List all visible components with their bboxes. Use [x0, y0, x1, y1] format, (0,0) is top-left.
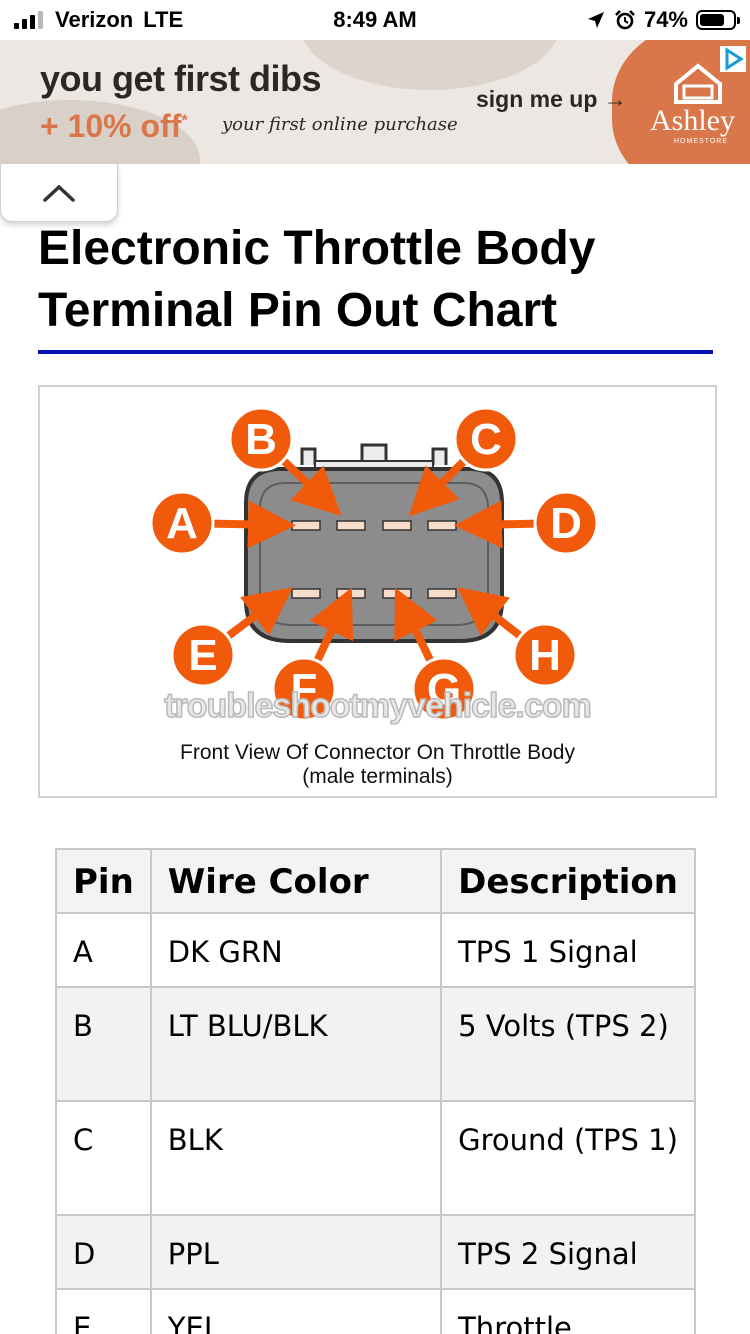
pin-label-b: B	[245, 415, 277, 464]
ad-offer-text: + 10% off	[40, 108, 182, 144]
ad-offer: + 10% off*	[40, 108, 188, 145]
watermark: troubleshootmyvehicle.com	[163, 686, 592, 726]
callout-circle	[512, 622, 578, 688]
chevron-up-icon	[43, 184, 75, 202]
clock: 8:49 AM	[333, 7, 417, 32]
status-bar: Verizon LTE 8:49 AM 74%	[0, 0, 750, 40]
alarm-icon	[615, 10, 635, 30]
ad-headline: you get first dibs	[40, 58, 322, 99]
callout-circle	[271, 656, 337, 722]
callout-circle	[149, 490, 215, 556]
pin-label-c: C	[470, 415, 502, 464]
terminal	[336, 520, 366, 531]
terminal	[382, 588, 412, 599]
ad-offer-asterisk: *	[181, 112, 188, 130]
pin-label-g: G	[427, 665, 461, 714]
pinout-table: Pin Wire Color Description A DK GRN TPS …	[55, 848, 696, 1334]
cell-description: TPS 2 Signal	[440, 1214, 696, 1290]
callout-circle	[170, 622, 236, 688]
ad-cta-link[interactable]: sign me up →	[476, 86, 627, 112]
header-pin: Pin	[55, 848, 152, 914]
ad-brand-sub: HOMESTORE	[674, 138, 728, 145]
page-title: Electronic Throttle Body Terminal Pin Ou…	[38, 222, 596, 337]
table-header-row: Pin Wire Color Description	[55, 848, 696, 914]
connector-illustration: AB CD E F G H	[149, 406, 599, 722]
cell-pin: E	[55, 1288, 152, 1334]
cell-pin: D	[55, 1214, 152, 1290]
cell-pin: C	[55, 1100, 152, 1216]
diagram-caption-note: (male terminals)	[302, 765, 453, 788]
table-row: A DK GRN TPS 1 Signal	[55, 912, 696, 988]
diagram-caption: Front View Of Connector On Throttle Body	[180, 741, 575, 764]
cell-wire-color: YEL	[149, 1288, 443, 1334]
ad-offer-subtext: your first online purchase	[222, 114, 458, 135]
title-divider	[38, 350, 713, 354]
pin-callouts: AB CD E F G H	[149, 406, 599, 722]
terminal	[427, 588, 457, 599]
terminal	[427, 520, 457, 531]
collapse-ad-button[interactable]	[0, 164, 118, 222]
callout-circle	[411, 656, 477, 722]
ad-banner[interactable]: you get first dibs + 10% off* your first…	[0, 40, 750, 164]
battery-fill	[700, 14, 724, 26]
ad-decoration	[300, 40, 560, 90]
callout-circle	[533, 490, 599, 556]
pin-label-a: A	[166, 499, 198, 548]
cell-wire-color: BLK	[149, 1100, 443, 1216]
cell-wire-color: LT BLU/BLK	[149, 986, 443, 1102]
cell-description: Throttle	[440, 1288, 696, 1334]
pin-label-f: F	[291, 665, 318, 714]
callout-circle	[228, 406, 294, 472]
callout-circle	[453, 406, 519, 472]
carrier-name: Verizon	[55, 7, 134, 32]
connector-housing	[244, 467, 504, 643]
ad-brand-name: Ashley	[650, 104, 735, 137]
terminal	[336, 588, 366, 599]
network-type: LTE	[143, 7, 184, 32]
battery-percent: 74%	[643, 7, 688, 32]
signal-icon	[14, 11, 43, 29]
terminal	[291, 588, 321, 599]
cell-description: 5 Volts (TPS 2)	[440, 986, 696, 1102]
header-description: Description	[440, 848, 696, 914]
table-row: B LT BLU/BLK 5 Volts (TPS 2)	[55, 986, 696, 1102]
pin-label-e: E	[188, 631, 217, 680]
cell-wire-color: DK GRN	[149, 912, 443, 988]
pin-label-d: D	[550, 499, 582, 548]
header-wire-color: Wire Color	[149, 848, 443, 914]
house-logo-icon	[674, 63, 722, 104]
table-row: E YEL Throttle	[55, 1288, 696, 1334]
cell-description: Ground (TPS 1)	[440, 1100, 696, 1216]
location-icon	[587, 12, 604, 28]
cell-pin: A	[55, 912, 152, 988]
battery-icon	[696, 10, 740, 30]
cell-description: TPS 1 Signal	[440, 912, 696, 988]
table-row: C BLK Ground (TPS 1)	[55, 1100, 696, 1216]
status-right: 74%	[586, 6, 740, 34]
table-row: D PPL TPS 2 Signal	[55, 1214, 696, 1290]
pin-label-h: H	[529, 631, 561, 680]
terminal	[382, 520, 412, 531]
cell-wire-color: PPL	[149, 1214, 443, 1290]
cell-pin: B	[55, 986, 152, 1102]
status-left: Verizon LTE	[14, 6, 183, 34]
terminal	[291, 520, 321, 531]
adchoices-icon[interactable]	[720, 46, 746, 72]
